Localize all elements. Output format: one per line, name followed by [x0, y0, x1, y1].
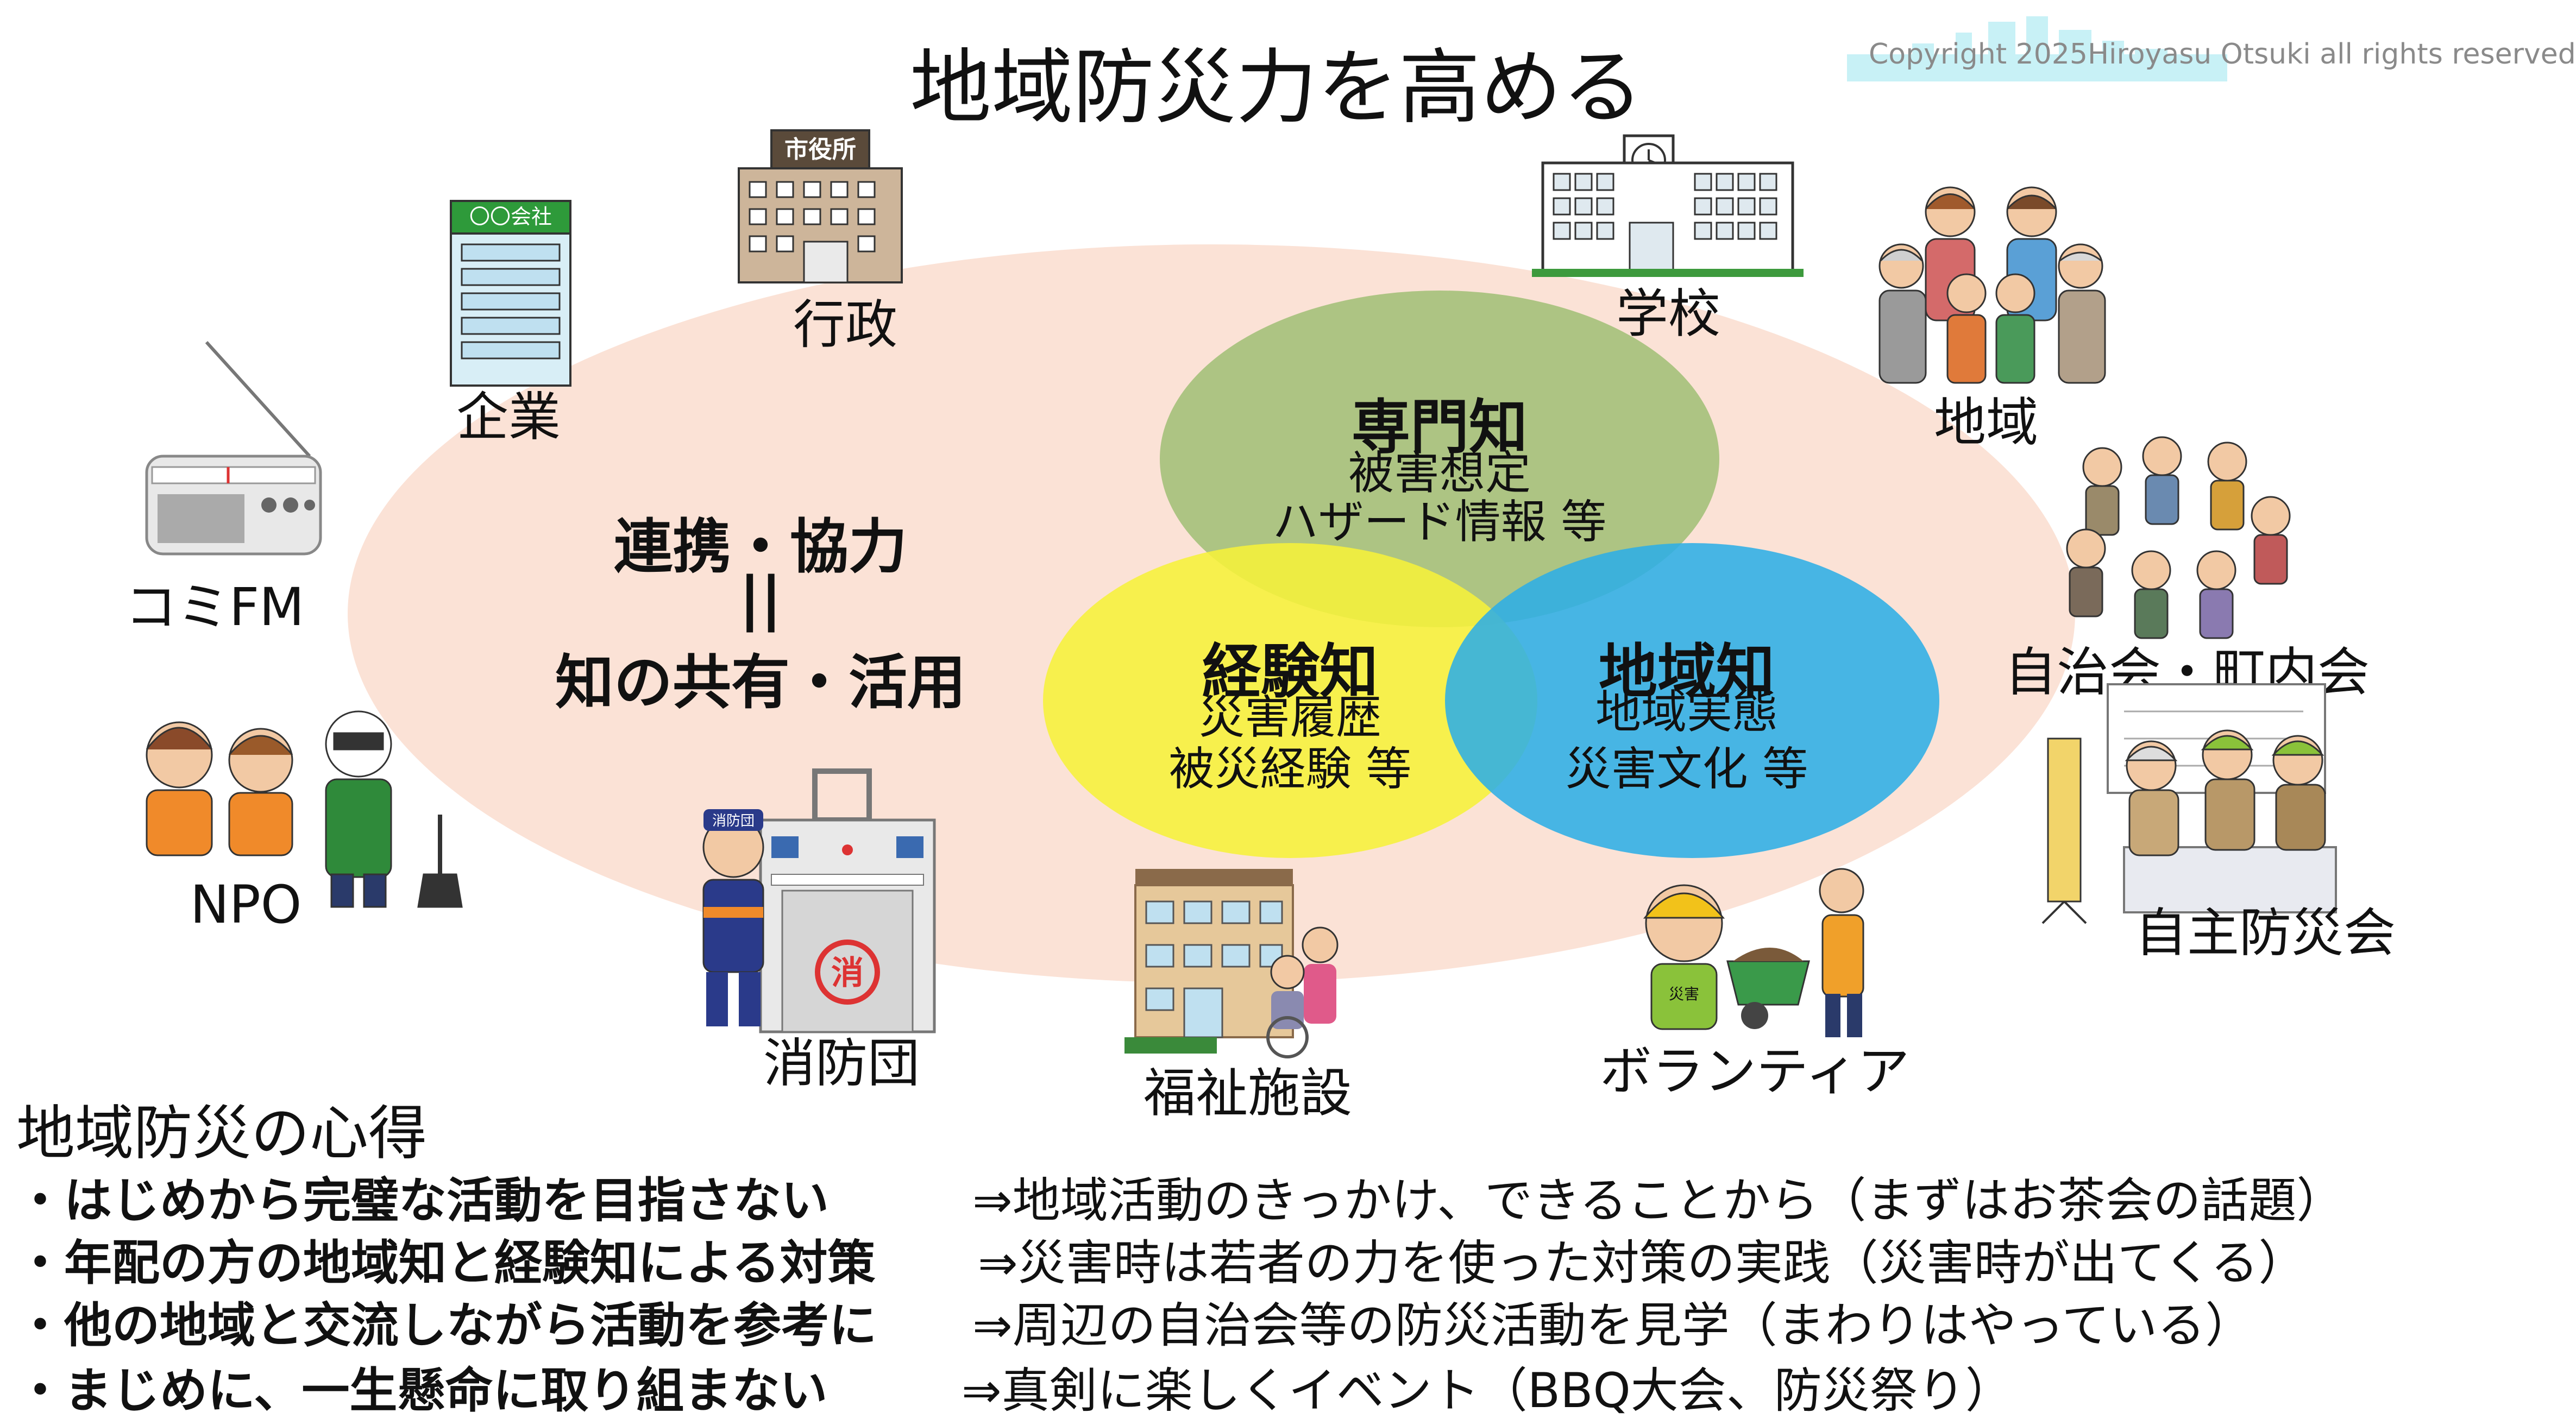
disaster-group-icon — [2041, 683, 2337, 924]
neighborhood-meeting-icon — [2066, 436, 2291, 639]
npo-people-icon — [146, 710, 463, 908]
volunteer-vest-text: 災害 — [1669, 985, 1699, 1003]
tip-3-right: ⇒周辺の自治会等の防災活動を見学（まわりはやっている） — [972, 1297, 2253, 1353]
volunteer-icon: 災害 — [1643, 868, 1864, 1037]
label-volunteer: ボランティア — [1600, 1041, 1910, 1102]
label-fukushi: 福祉施設 — [1144, 1063, 1352, 1124]
tip-4-left: ・まじめに、一生懸命に取り組まない — [16, 1363, 828, 1418]
tip-1-right: ⇒地域活動のきっかけ、できることから（まずはお茶会の話題） — [972, 1172, 2345, 1228]
welfare-facility-icon — [1124, 869, 1339, 1058]
fire-brigade-mark: 消 — [831, 954, 864, 992]
label-npo: NPO — [190, 874, 302, 935]
senmon-sub1: 被害想定 — [1348, 446, 1531, 500]
tip-3-left: ・他の地域と交流しながら活動を参考に — [16, 1297, 877, 1353]
radio-icon — [145, 341, 322, 556]
chiiki-sub1: 地域実態 — [1595, 685, 1778, 739]
senmon-sub2: ハザード情報 等 — [1272, 495, 1607, 548]
company-building-icon: 〇〇会社 — [450, 200, 571, 387]
tip-2-left: ・年配の方の地域知と経験知による対策 — [16, 1235, 876, 1291]
label-gyosei: 行政 — [793, 294, 897, 355]
senmon-circle — [1160, 291, 1719, 627]
tip-4-right: ⇒真剣に楽しくイベント（BBQ大会、防災祭り） — [962, 1363, 2013, 1418]
label-gakko: 学校 — [1616, 283, 1720, 344]
keiken-sub2: 被災経験 等 — [1168, 742, 1412, 796]
label-chiiki: 地域 — [1934, 392, 2038, 453]
fire-brigade-icon: 消 消防団 — [702, 768, 936, 1033]
label-comifm: コミFM — [125, 577, 305, 638]
copyright-notice: Copyright 2025Hiroyasu Otsuki all rights… — [1869, 38, 2576, 71]
company-sign: 〇〇会社 — [469, 205, 552, 229]
label-kigyo: 企業 — [456, 387, 561, 447]
label-shobodan: 消防団 — [763, 1033, 920, 1094]
city-hall-sign: 市役所 — [784, 136, 856, 163]
school-icon — [1532, 134, 1804, 277]
keiken-title: 経験知 — [1202, 638, 1378, 706]
fire-brigade-cap-text: 消防団 — [712, 813, 755, 829]
chiiki-circle — [1445, 543, 1939, 858]
slide-title: 地域防災力を高める — [909, 41, 1643, 135]
chiiki-title: 地域知 — [1598, 638, 1775, 706]
keiken-circle — [1043, 543, 1537, 858]
city-hall-icon: 市役所 — [738, 129, 903, 283]
center-line2: || — [739, 565, 782, 633]
skyline-watermark — [1847, 16, 2227, 81]
tips-title: 地域防災の心得 — [16, 1100, 428, 1168]
center-line3: 知の共有・活用 — [555, 649, 966, 717]
senmon-title: 専門知 — [1351, 394, 1528, 462]
tip-2-right: ⇒災害時は若者の力を使った対策の実践（災害時が出てくる） — [978, 1235, 2307, 1291]
tip-1-left: ・はじめから完璧な活動を目指さない — [16, 1172, 830, 1228]
chiiki-sub2: 災害文化 等 — [1565, 742, 1808, 796]
community-people-icon — [1878, 186, 2106, 384]
keiken-sub1: 災害履歴 — [1198, 691, 1381, 744]
label-jishubosai: 自主防災会 — [2135, 903, 2396, 963]
center-line1: 連携・協力 — [613, 513, 907, 581]
